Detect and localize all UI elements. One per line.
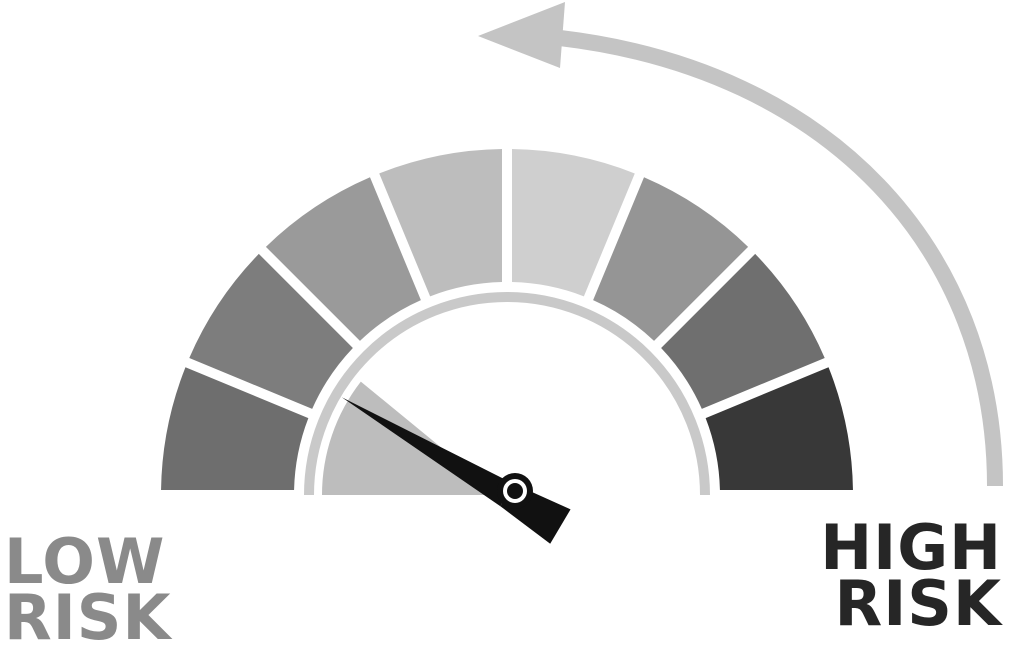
gauge-segments — [161, 149, 853, 490]
low-risk-label: LOW RISK — [4, 534, 172, 646]
high-risk-label: HIGH RISK — [820, 520, 1002, 632]
high-risk-line-2: RISK — [820, 576, 1002, 632]
low-risk-line-2: RISK — [4, 590, 172, 646]
arrow-head-icon — [478, 2, 565, 68]
